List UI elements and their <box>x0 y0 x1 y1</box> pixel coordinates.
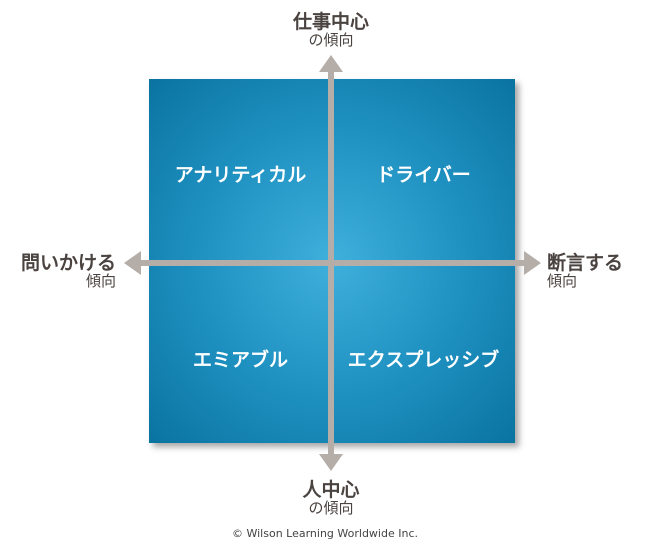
axis-right-sub: 傾向 <box>547 271 578 290</box>
arrow-left-icon <box>124 251 141 275</box>
horizontal-axis <box>140 260 525 266</box>
axis-label-right: 断言する 傾向 <box>547 252 647 290</box>
axis-bottom-main: 人中心 <box>302 479 360 501</box>
quadrant-driver: ドライバー <box>376 164 471 186</box>
axis-label-top: 仕事中心 の傾向 <box>281 11 381 49</box>
quadrant-expressive: エクスプレッシブ <box>347 349 500 371</box>
arrow-up-icon <box>319 55 343 72</box>
axis-left-main: 問いかける <box>20 252 116 274</box>
arrow-down-icon <box>319 454 343 471</box>
arrow-right-icon <box>524 251 541 275</box>
axis-label-left: 問いかける 傾向 <box>10 252 116 290</box>
axis-top-main: 仕事中心 <box>292 11 369 33</box>
axis-top-sub: の傾向 <box>308 30 354 49</box>
axis-label-bottom: 人中心 の傾向 <box>281 479 381 517</box>
axis-left-sub: 傾向 <box>85 271 116 290</box>
axis-right-main: 断言する <box>547 252 624 274</box>
axis-bottom-sub: の傾向 <box>308 498 354 517</box>
copyright: © Wilson Learning Worldwide Inc. <box>231 527 418 540</box>
quadrant-amiable: エミアブル <box>192 349 288 371</box>
quadrant-analytical: アナリティカル <box>174 164 307 186</box>
